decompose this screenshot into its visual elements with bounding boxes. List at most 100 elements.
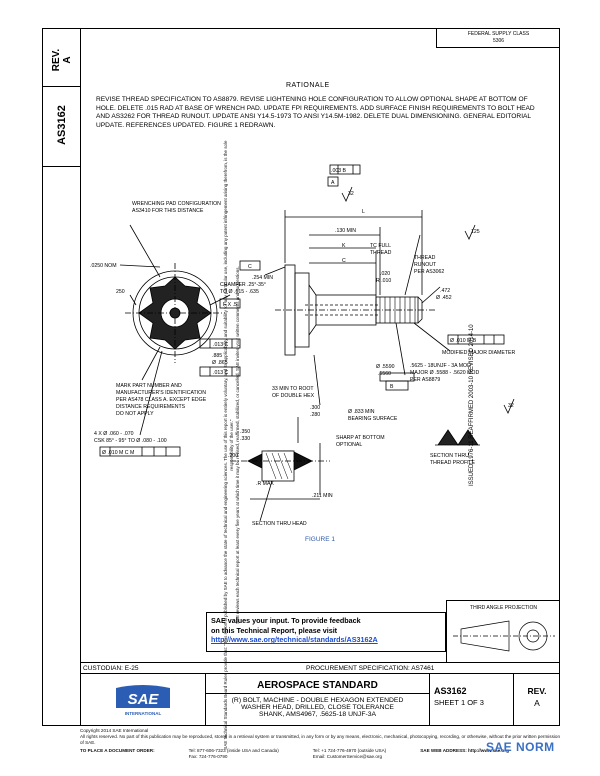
lbl-finish125: 125 [471, 229, 480, 235]
feedback-line1: SAE values your input. To provide feedba… [211, 616, 361, 625]
fedreg-line2: 5306 [492, 37, 505, 44]
lbl-211: .211 MIN [312, 493, 333, 499]
lbl-C: C [342, 258, 346, 264]
footer-email: Email: CustomerService@sae.org [312, 753, 383, 759]
leader-0250 [119, 264, 161, 268]
fcf-013-c [199, 338, 241, 349]
lbl-r010: R .010 [376, 278, 391, 284]
head-fillet-bot [308, 324, 317, 336]
leader-bearing [313, 354, 321, 406]
desc-line1: (R) BOLT, MACHINE - DOUBLE HEXAGON EXTEN… [231, 697, 404, 704]
lbl-200: .200 [228, 453, 238, 459]
fcf-010-b [447, 334, 505, 345]
lbl-250: 250 [116, 289, 125, 295]
lbl-finish32b: 32 [508, 403, 514, 409]
leader-modmajor [413, 322, 451, 352]
fedreg-line1: FEDERAL SUPPLY CLASS [467, 31, 530, 37]
lbl-tol010: Ø .010 M C M [102, 450, 134, 456]
finish-32b [503, 398, 515, 414]
lbl-root2: OF DOUBLE HEX [272, 393, 315, 399]
lbl-finish32: 32 [348, 191, 354, 197]
issue-dates: ISSUED 1976-11 REAFFIRMED 2003-10 REVISE… [469, 324, 475, 486]
head-fillet-top [308, 284, 317, 296]
footer-rights: All rights reserved. No part of this pub… [80, 734, 561, 746]
finish-125 [464, 224, 476, 240]
lbl-020: .020 [380, 271, 390, 277]
lbl-885: .885 [212, 353, 222, 359]
lbl-mark4: DISTANCE REQUIREMENTS [116, 404, 186, 410]
datum-c [239, 260, 261, 271]
custodian-row: CUSTODIAN: E-25 PROCUREMENT SPECIFICATIO… [80, 662, 560, 674]
feedback-line2: on this Technical Report, please visit [211, 625, 338, 635]
lbl-chamfer2: TO Ø .615 - .635 [220, 289, 259, 295]
fcf-013-c2 [199, 366, 241, 377]
doc-cell: AS3162 SHEET 1 OF 3 [430, 674, 514, 726]
desc-line2: WASHER HEAD, DRILLED, CLOSE TOLERANCE [241, 704, 394, 711]
lbl-300: .300 [310, 405, 320, 411]
lbl-bearing: Ø .833 MIN [348, 409, 375, 415]
lbl-003b: .003 B [331, 168, 347, 174]
lbl-runout1: THREAD [414, 255, 436, 261]
lbl-thread-spec2: MAJOR Ø .5588 - .5620 MOD [410, 370, 479, 376]
lbl-452: Ø .452 [436, 295, 452, 301]
lbl-013c: .013 C [213, 342, 229, 348]
lbl-130: .130 MIN [335, 228, 356, 234]
logo-cell: SAE INTERNATIONAL [80, 674, 206, 726]
lbl-fx: F X .5 [223, 302, 237, 308]
rationale-title: RATIONALE [286, 82, 330, 89]
hub [169, 307, 181, 319]
doc-number: AS3162 [434, 686, 467, 696]
fcf-fx [219, 298, 241, 309]
lbl-mark1: MARK PART NUMBER AND [116, 383, 182, 389]
lbl-865: Ø .865 [212, 360, 228, 366]
lbl-sharp2: OPTIONAL [336, 442, 362, 448]
lbl-472: .472 [440, 288, 450, 294]
lbl-thread-spec3: PER AS8879 [410, 377, 440, 383]
lbl-datum-b: B [390, 384, 394, 390]
leader-mark [141, 346, 161, 381]
lbl-254: .254 MIN [252, 275, 273, 281]
rev-box: REV. A [43, 29, 81, 87]
desc-line3: SHANK, AMS4967, .5625-18 UNJF-3A [258, 711, 377, 718]
leader-runout [404, 234, 421, 296]
sae-logo-icon: SAE INTERNATIONAL [116, 685, 170, 716]
lbl-holes2: CSK 85° - 95° TO Ø .080 - .100 [94, 438, 167, 444]
lbl-sharp: SHARP AT BOTTOM [336, 435, 385, 441]
sheet-number: SHEET 1 OF 3 [434, 698, 484, 707]
tb-rev-value: A [534, 698, 540, 708]
lbl-350: .350 [240, 429, 250, 435]
leader-holes [139, 350, 163, 436]
lbl-section-thru2: THREAD PROFILE [430, 460, 476, 466]
figure-label: FIGURE 1 [305, 536, 335, 543]
lbl-wrenching: WRENCHING PAD CONFIGURATION [132, 201, 221, 207]
custodian-label: CUSTODIAN: E-25 [83, 665, 139, 672]
leader-wrench [129, 224, 161, 278]
procurement-label: PROCUREMENT SPECIFICATION: AS7461 [306, 665, 435, 672]
leader-section [259, 480, 273, 522]
drawing-sheet [80, 28, 560, 726]
logo-text: SAE [128, 691, 160, 708]
footer-tel: Tel: 877-606-7323 (inside USA and Canada… [188, 747, 279, 753]
fcf-010 [99, 446, 181, 457]
lbl-c: C [248, 264, 252, 270]
feedback-box: SAE values your input. To provide feedba… [206, 612, 446, 652]
doc-number-box: AS3162 [43, 87, 81, 167]
lbl-mark5: DO NOT APPLY [116, 411, 154, 417]
lbl-runout2: RUNOUT [414, 262, 437, 268]
lbl-holes: 4 X Ø .060 - .070 [94, 431, 134, 437]
feedback-link[interactable]: http://www.sae.org/technical/standards/A… [211, 635, 378, 645]
leader-250 [129, 294, 137, 306]
lbl-section: SECTION THRU HEAD [252, 521, 307, 527]
sae-norm-watermark: SAE NORM [486, 740, 555, 754]
lbl-330: .330 [240, 436, 250, 442]
leader-thread-spec [395, 322, 406, 376]
lbl-rmax: .R MAX [256, 481, 274, 487]
angle-projection-label: THIRD ANGLE PROJECTION [470, 605, 537, 611]
leader-254 [264, 266, 286, 276]
rationale-text: REVISE THREAD SPECIFICATION TO AS8879. R… [96, 96, 535, 129]
footer-web[interactable]: SAE WEB ADDRESS: http://www.sae.org [420, 747, 509, 753]
fcf-003-b [329, 164, 361, 175]
lbl-modmajor: MODIFIED MAJOR DIAMETER [442, 350, 515, 356]
lbl-datum-a: A [331, 180, 335, 186]
projection-symbol-icon [453, 620, 555, 652]
